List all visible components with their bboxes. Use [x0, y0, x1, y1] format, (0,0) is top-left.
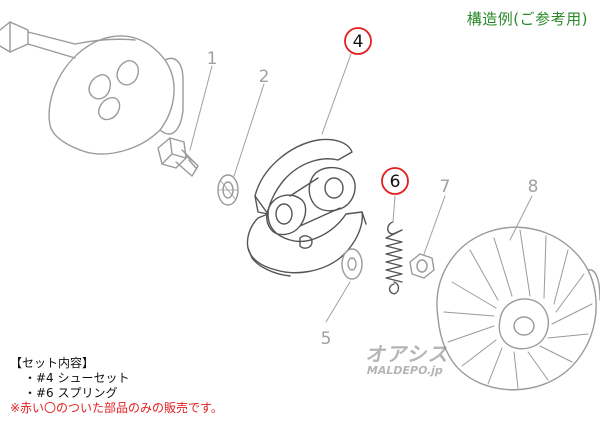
- set-contents-heading: 【セット内容】: [10, 356, 95, 370]
- sales-note: ※赤い〇のついた部品のみの販売です。: [10, 401, 223, 415]
- watermark-site-text: MALDEPO.jp: [365, 364, 445, 377]
- watermark-logo-text: オアシス: [364, 342, 453, 366]
- callout-4: 4: [353, 32, 364, 52]
- highlight-ring-4: [344, 27, 372, 55]
- nut-part: [409, 253, 435, 279]
- washer-part: [217, 174, 239, 206]
- leader-lines: [189, 53, 533, 323]
- set-item-spring: ・#6 スプリング: [24, 386, 118, 400]
- callout-2: 2: [259, 67, 270, 87]
- callout-1: 1: [207, 49, 218, 69]
- clutch-drum-part: [0, 21, 184, 155]
- diagram-title: 構造例(ご参考用): [466, 10, 588, 28]
- bolt-part: [157, 137, 199, 177]
- clutch-shoe-set-part: [246, 138, 367, 277]
- callout-8: 8: [528, 177, 539, 197]
- callout-7: 7: [440, 177, 451, 197]
- watermark-logo: オアシス MALDEPO.jp: [362, 338, 453, 377]
- callout-5: 5: [321, 329, 332, 349]
- set-contents-box: 【セット内容】 ・#4 シューセット ・#6 スプリング ※赤い〇のついた部品の…: [10, 356, 223, 416]
- spring-part: [385, 221, 403, 295]
- set-item-shoe: ・#4 シューセット: [24, 371, 130, 385]
- callout-6: 6: [390, 172, 401, 192]
- highlight-ring-6: [381, 167, 409, 195]
- small-washer-part: [341, 248, 363, 280]
- flywheel-part: [436, 226, 600, 391]
